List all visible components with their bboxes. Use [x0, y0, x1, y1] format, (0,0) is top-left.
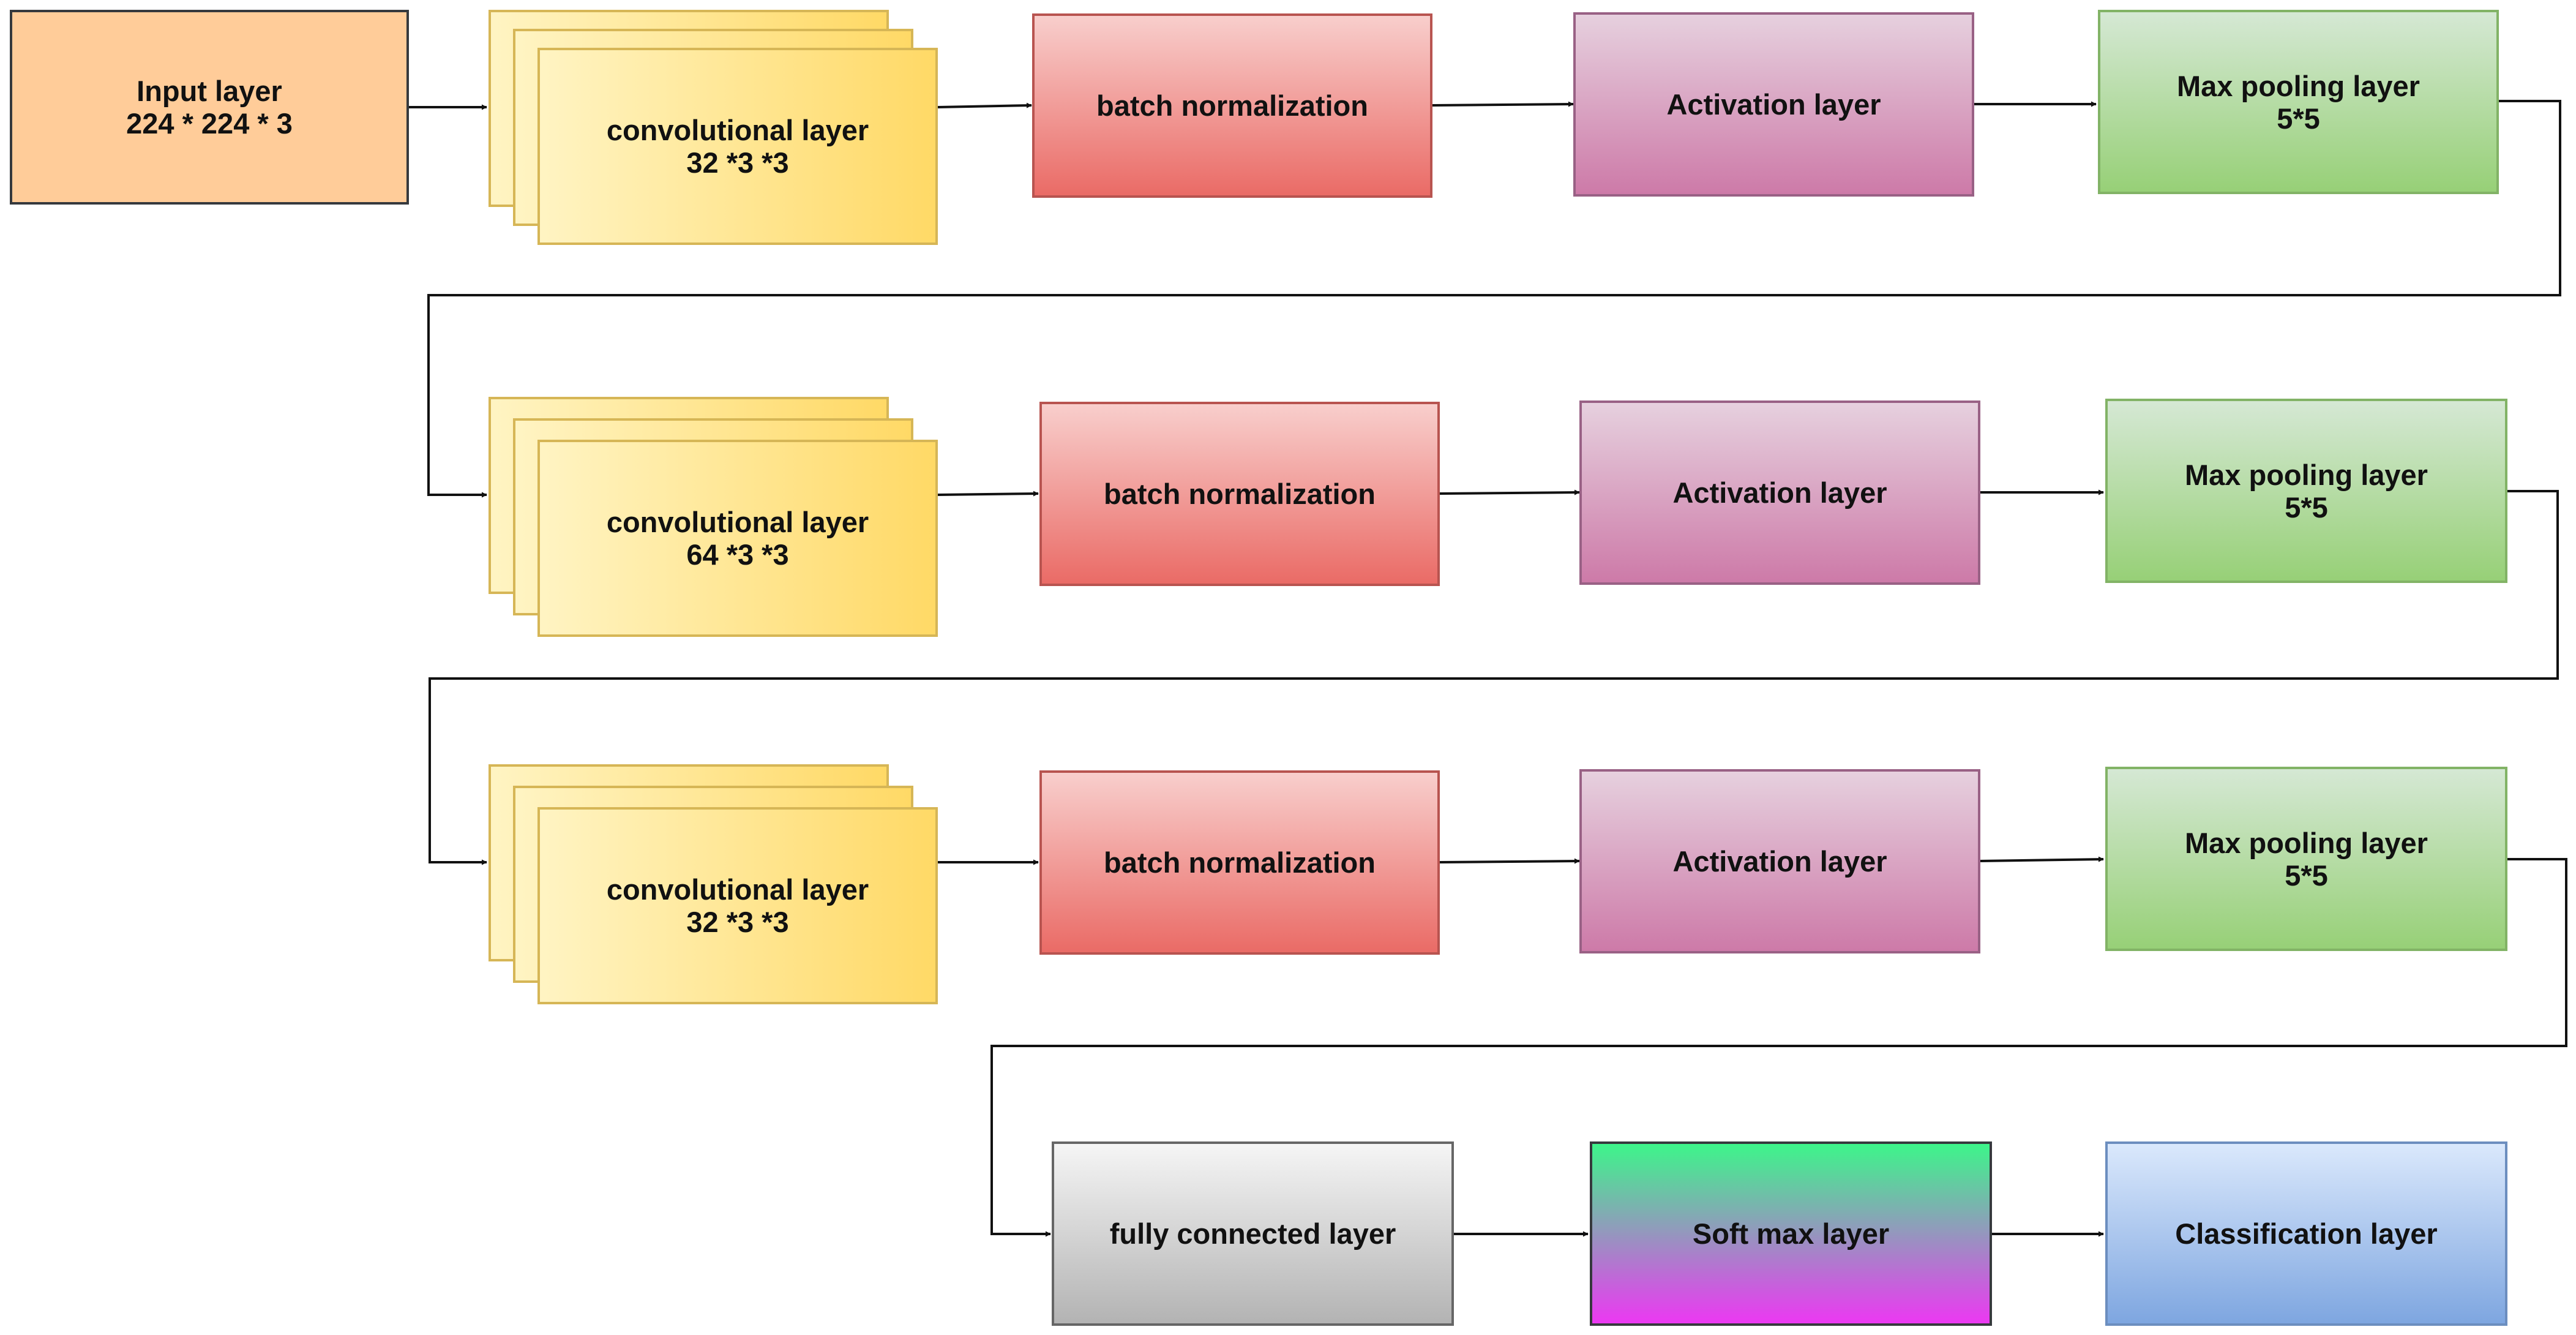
- batch-norm-3-label: batch normalization: [1104, 846, 1376, 879]
- max-pooling-2-box: Max pooling layer 5*5: [2105, 399, 2507, 583]
- conv-layer-1-title: convolutional layer: [606, 114, 869, 146]
- softmax-label: Soft max layer: [1692, 1217, 1890, 1250]
- conv-layer-3-box: convolutional layer 32 *3 *3: [537, 807, 938, 1004]
- arrow-act3-to-pool3: [1980, 856, 2104, 862]
- input-layer-box: Input layer 224 * 224 * 3: [10, 10, 409, 205]
- max-pooling-2-size: 5*5: [2285, 491, 2328, 524]
- fully-connected-label: fully connected layer: [1109, 1217, 1396, 1250]
- batch-norm-1-label: batch normalization: [1096, 89, 1368, 122]
- activation-2-label: Activation layer: [1672, 476, 1887, 509]
- arrow-bn3-to-act3: [1439, 858, 1580, 864]
- conv-layer-3-title: convolutional layer: [606, 873, 869, 906]
- max-pooling-2-title: Max pooling layer: [2185, 458, 2428, 491]
- activation-2-box: Activation layer: [1579, 401, 1980, 585]
- max-pooling-3-box: Max pooling layer 5*5: [2105, 767, 2507, 951]
- activation-1-label: Activation layer: [1666, 88, 1881, 121]
- batch-norm-1-box: batch normalization: [1032, 13, 1432, 198]
- conv-layer-2-title: convolutional layer: [606, 506, 869, 538]
- activation-3-box: Activation layer: [1579, 769, 1980, 953]
- max-pooling-3-size: 5*5: [2285, 859, 2328, 892]
- input-layer-title: Input layer: [137, 75, 282, 107]
- max-pooling-1-box: Max pooling layer 5*5: [2098, 10, 2499, 194]
- connector-pool1-to-conv2: [427, 100, 2561, 498]
- conv-layer-3-filters: 32 *3 *3: [686, 906, 789, 938]
- batch-norm-3-box: batch normalization: [1039, 770, 1440, 955]
- batch-norm-2-box: batch normalization: [1039, 402, 1440, 586]
- arrow-conv1-to-bn1: [937, 102, 1032, 108]
- conv-layer-2-box: convolutional layer 64 *3 *3: [537, 440, 938, 637]
- classification-box: Classification layer: [2105, 1141, 2507, 1326]
- conv-layer-1-filters: 32 *3 *3: [686, 146, 789, 179]
- batch-norm-2-label: batch normalization: [1104, 478, 1376, 510]
- fully-connected-box: fully connected layer: [1052, 1141, 1454, 1326]
- arrow-bn2-to-act2: [1439, 489, 1580, 495]
- classification-label: Classification layer: [2175, 1217, 2438, 1250]
- conv-layer-1-box: convolutional layer 32 *3 *3: [537, 48, 938, 245]
- max-pooling-1-title: Max pooling layer: [2177, 69, 2420, 102]
- input-layer-size: 224 * 224 * 3: [126, 107, 293, 140]
- arrow-conv2-to-bn2: [937, 491, 1039, 497]
- max-pooling-3-title: Max pooling layer: [2185, 826, 2428, 859]
- activation-1-box: Activation layer: [1573, 12, 1974, 197]
- conv-layer-2-filters: 64 *3 *3: [686, 538, 789, 571]
- softmax-box: Soft max layer: [1590, 1141, 1992, 1326]
- arrow-bn1-to-act1: [1432, 101, 1574, 107]
- connector-pool2-to-conv3: [429, 490, 2559, 865]
- connector-pool3-to-fc: [990, 858, 2567, 1237]
- activation-3-label: Activation layer: [1672, 845, 1887, 878]
- max-pooling-1-size: 5*5: [2277, 102, 2320, 135]
